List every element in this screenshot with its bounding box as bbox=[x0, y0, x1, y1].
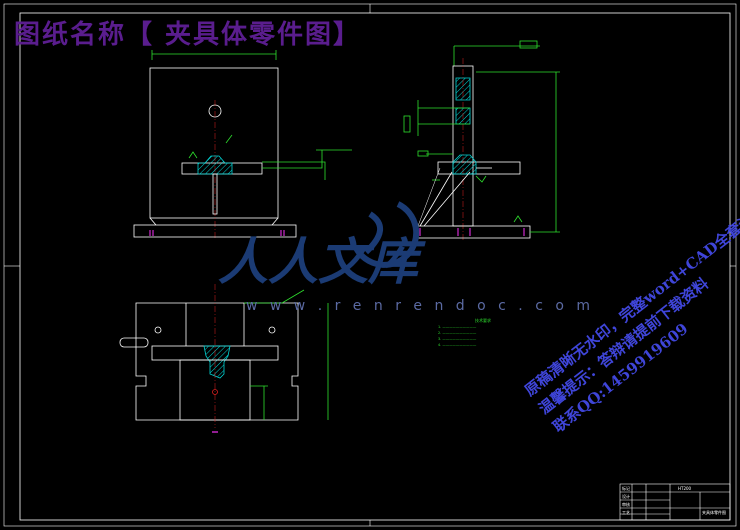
title-block-cell: 审核 bbox=[622, 502, 630, 507]
inner-frame bbox=[19, 12, 731, 521]
watermark-site-name: 人人文库 bbox=[218, 232, 418, 291]
watermark-logo-icon bbox=[353, 201, 420, 268]
drawing-title: 图纸名称【 夹具体零件图】 bbox=[14, 20, 362, 50]
title-block-cell: 设计 bbox=[622, 494, 630, 499]
title-block bbox=[619, 483, 731, 521]
title-block-drawing-name: 夹具体零件图 bbox=[702, 510, 726, 515]
title-block-material: HT200 bbox=[678, 486, 692, 491]
technical-notes-heading: 技术要求 bbox=[475, 318, 491, 323]
front-view bbox=[133, 50, 352, 240]
technical-note: 3. —————————— bbox=[438, 337, 477, 341]
technical-note: 2. —————————— bbox=[438, 331, 477, 335]
title-block-cell: 工艺 bbox=[622, 510, 630, 515]
technical-note: 1. —————————— bbox=[438, 325, 477, 329]
technical-notes: 技术要求 1. —————————— 2. —————————— 3. ————… bbox=[438, 318, 528, 348]
top-view bbox=[119, 284, 329, 433]
technical-note: 4. —————————— bbox=[438, 343, 477, 347]
watermark-site-url: w w w . r e n r e n d o c . c o m bbox=[246, 298, 594, 314]
title-block-cell: 标记 bbox=[622, 486, 630, 491]
side-view bbox=[403, 40, 560, 240]
